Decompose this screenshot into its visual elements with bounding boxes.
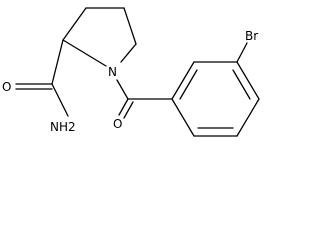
atom-label-o-amide: O: [2, 80, 11, 94]
bond-ar3-ar4: [236, 61, 260, 100]
bond-ar1-ar2: [171, 61, 195, 100]
atom-label-nh2: NH2: [50, 120, 76, 134]
benzoyl-carbonyl: [116, 79, 173, 119]
bond-n-ccarbonyl: [116, 79, 129, 100]
carboxamide-group: [15, 39, 69, 117]
bond-c5-n: [120, 43, 137, 63]
bond-n-c2: [62, 39, 107, 67]
bond-ar6-ar1: [171, 98, 195, 137]
bond-ar1-ar2-inner: [179, 69, 198, 100]
atom-label-br: Br: [245, 29, 258, 43]
bond-ar3-br: [236, 42, 248, 63]
atom-label-o-ketone: O: [113, 117, 122, 131]
bond-ccarbonyl-o-a: [118, 98, 129, 116]
bond-c2-c3: [62, 7, 87, 41]
atom-label-n: N: [108, 65, 117, 79]
benzene-ring: [171, 61, 260, 137]
bond-c4-c5: [123, 7, 137, 45]
bond-ar4-ar5: [236, 98, 260, 137]
bond-ccarbonyl-o-b: [123, 101, 134, 119]
bond-c2-camide: [51, 39, 64, 85]
bond-ar3-ar4-inner: [232, 69, 251, 100]
bond-camide-nh2: [51, 83, 69, 117]
molecule-structure: Br N O O NH2: [2, 7, 260, 137]
pyrrolidine-ring: [62, 7, 137, 67]
